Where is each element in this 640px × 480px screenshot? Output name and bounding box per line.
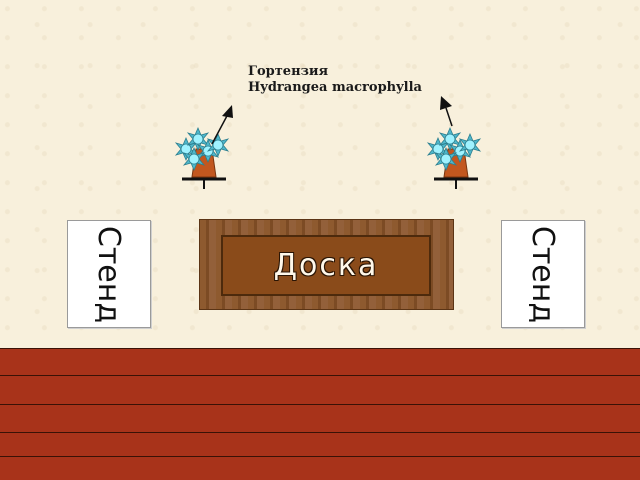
arrow-icon-left <box>211 105 233 145</box>
stand-right: Стенд <box>501 220 585 328</box>
board-label: Доска <box>273 248 379 283</box>
stand-right-label: Стенд <box>525 225 561 323</box>
hydrangea-plant-icon-right <box>428 128 480 189</box>
floor <box>0 348 640 480</box>
board: Доска <box>221 235 431 296</box>
plant-label: Гортензия Hydrangea macrophylla <box>248 64 422 96</box>
stand-left: Стенд <box>67 220 151 328</box>
plant-label-latin: Hydrangea macrophylla <box>248 80 422 95</box>
stand-left-label: Стенд <box>91 225 127 323</box>
hydrangea-plant-icon-left <box>176 128 228 189</box>
plant-diagram <box>0 96 640 220</box>
plant-label-ru: Гортензия <box>248 64 329 79</box>
arrow-icon-right <box>440 96 453 127</box>
